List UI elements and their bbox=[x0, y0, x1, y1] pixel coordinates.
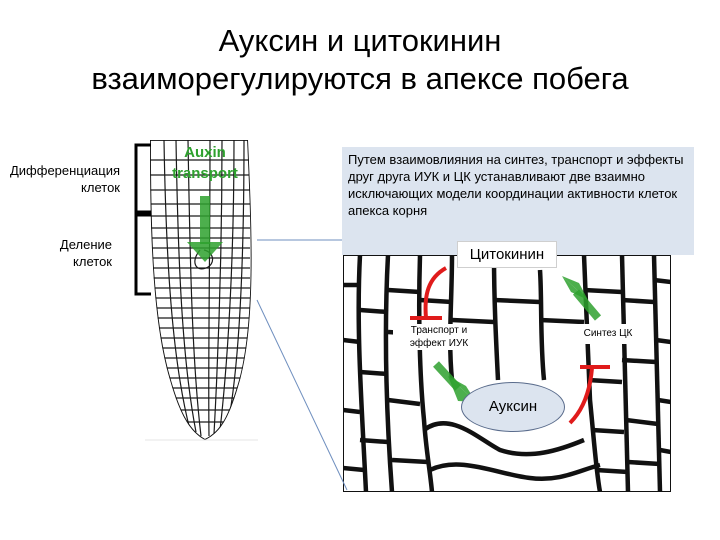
auxin-inhibition-arrow bbox=[568, 367, 594, 425]
auxin-transport-arrow bbox=[187, 196, 223, 262]
division-label: Деление клеток bbox=[59, 237, 112, 269]
info-box-text: Путем взаимовлияния на синтез, транспорт… bbox=[348, 152, 684, 218]
root-tip-illustration bbox=[150, 140, 252, 440]
auxin-transport-label: Auxin transport bbox=[172, 144, 238, 182]
connector-line-bottom bbox=[256, 299, 348, 491]
differentiation-label: Дифференциация клеток bbox=[9, 163, 120, 195]
cytokinin-node: Цитокинин bbox=[457, 241, 557, 268]
transport-effect-label: Транспорт и эффект ИУК bbox=[393, 324, 485, 350]
division-bracket bbox=[134, 213, 151, 296]
differentiation-bracket bbox=[134, 143, 151, 214]
synthesis-to-cytokinin-arrow bbox=[562, 276, 602, 321]
magnified-root-cells bbox=[343, 255, 671, 492]
cytokinin-inhibition-arrow bbox=[423, 266, 448, 319]
auxin-node: Ауксин bbox=[461, 382, 565, 432]
slide-title: Ауксин и цитокинин взаиморегулируются в … bbox=[0, 22, 720, 98]
cytokinin-synthesis-label: Синтез ЦК bbox=[568, 324, 648, 344]
title-line-1: Ауксин и цитокинин bbox=[218, 23, 502, 58]
title-line-2: взаиморегулируются в апексе побега bbox=[91, 61, 629, 96]
info-box: Путем взаимовлияния на синтез, транспорт… bbox=[342, 147, 694, 255]
